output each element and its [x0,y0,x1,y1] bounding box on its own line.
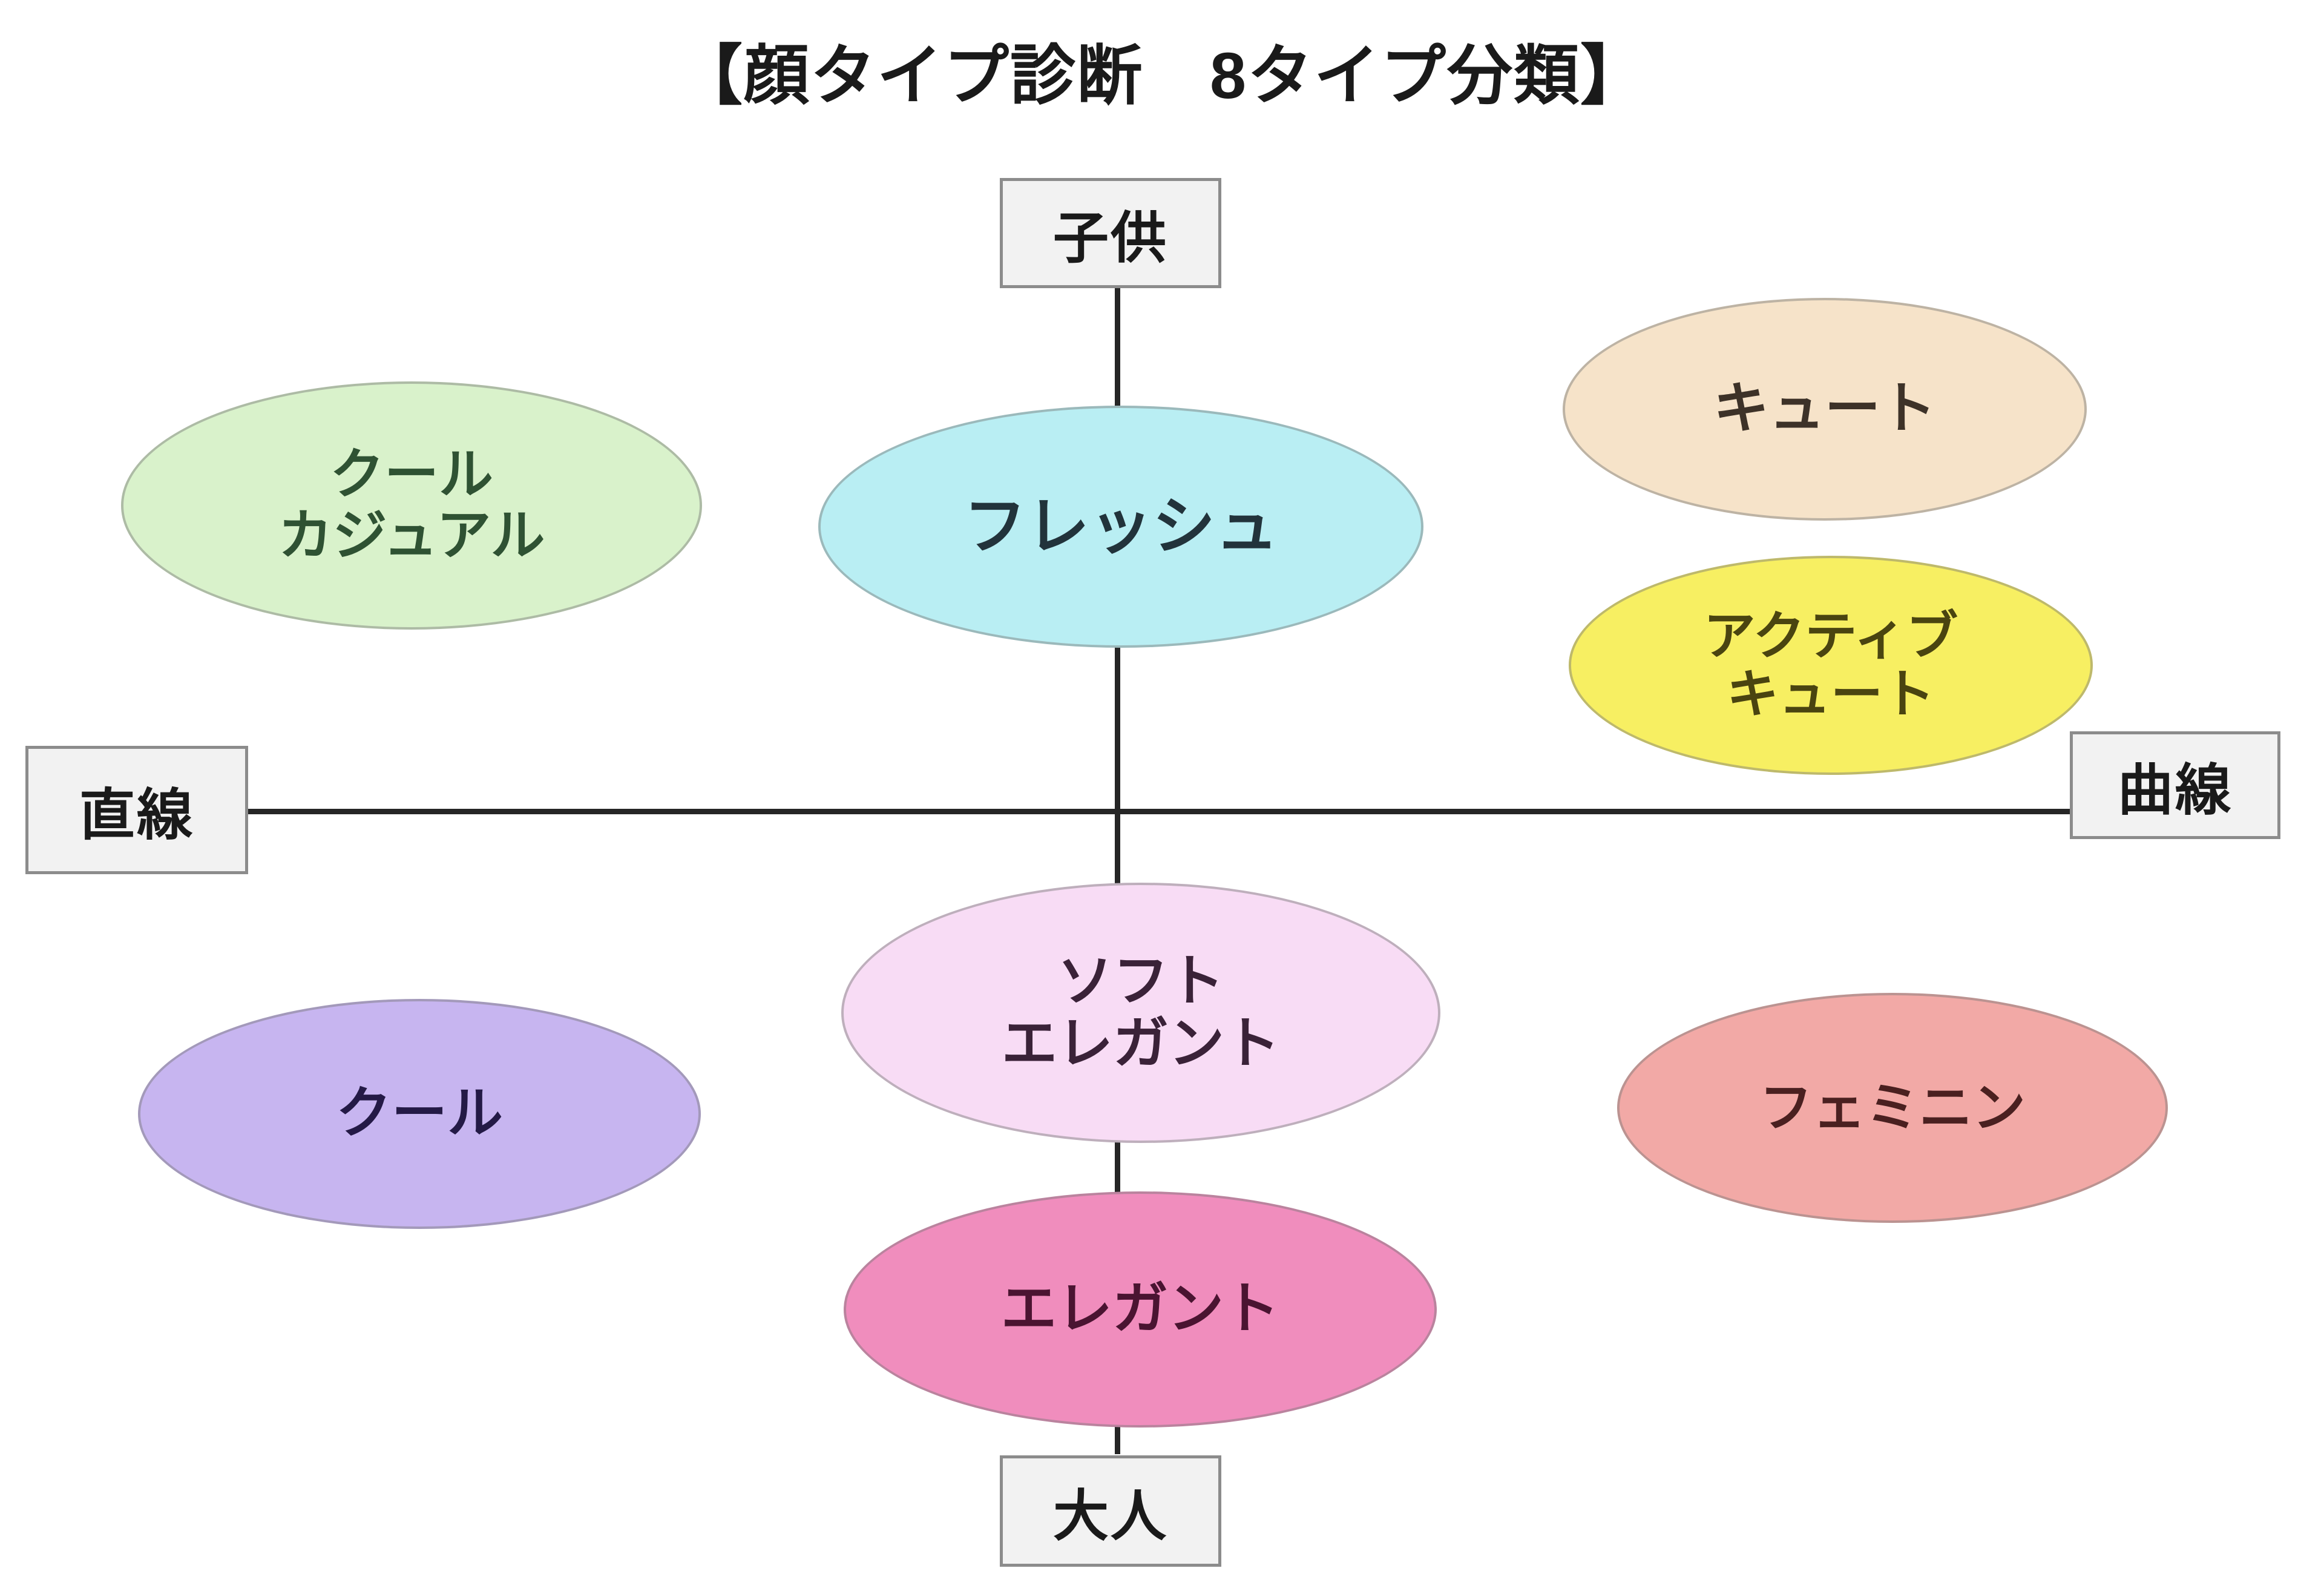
node-cool[interactable]: クール [138,999,701,1229]
node-label-line: フェミニン [1759,1077,2026,1138]
axis-label-child: 子供 [1000,178,1221,288]
axis-label-curved: 曲線 [2070,731,2280,839]
page-title: 【顔タイプ診断 8タイプ分類】 [677,39,1647,112]
node-active-cute[interactable]: アクティブ キュート [1569,556,2093,775]
node-label-line: カジュアル [278,506,545,566]
node-soft-elegant[interactable]: ソフト エレガント [841,883,1440,1143]
node-cool-casual[interactable]: クール カジュアル [121,381,702,630]
axis-label-adult: 大人 [1000,1455,1221,1567]
node-cute[interactable]: キュート [1563,298,2087,521]
horizontal-axis-line [247,809,2072,814]
node-label-line: エレガント [1001,1013,1280,1075]
node-label-line: ソフト [1057,950,1224,1012]
node-elegant[interactable]: エレガント [844,1191,1437,1428]
node-label-line: クール [335,1082,503,1145]
node-label-line: キュート [1713,378,1936,440]
node-fresh[interactable]: フレッシュ [818,406,1423,648]
node-label-line: アクティブ [1703,607,1958,665]
node-feminine[interactable]: フェミニン [1617,993,2168,1223]
axis-label-straight: 直線 [25,746,248,874]
node-label-line: クール [330,444,493,506]
node-label-line: フレッシュ [963,491,1278,562]
node-label-line: エレガント [1000,1278,1279,1340]
node-label-line: キュート [1727,665,1935,723]
vertical-axis-line [1115,286,1120,1454]
